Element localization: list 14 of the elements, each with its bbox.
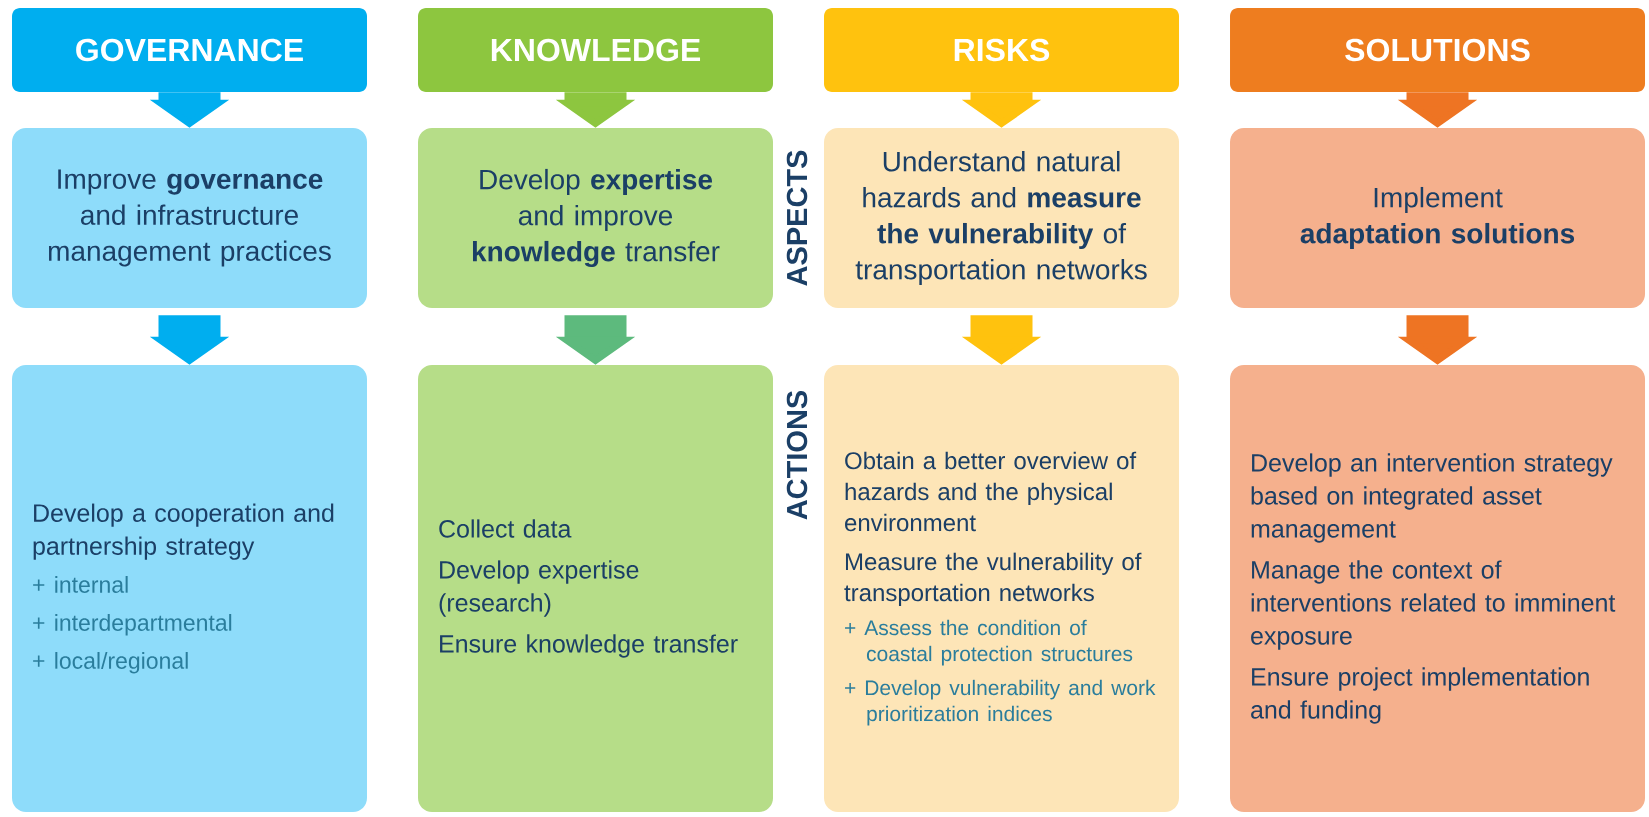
aspect-box: Understand natural hazards and measure the vulnerability of transportation networks [824, 128, 1179, 308]
header-box: KNOWLEDGE [418, 8, 773, 92]
header-box: SOLUTIONS [1230, 8, 1645, 92]
section-label: ACTIONS [786, 390, 808, 520]
action-box: Develop an intervention strategy based on integrated asset management Manage the context of interventions related to imminent exposure Ensure project implementation and funding [1230, 365, 1645, 812]
header-box: RISKS [824, 8, 1179, 92]
action-box: Collect data Develop expertise (research) Ensure knowledge transfer [418, 365, 773, 812]
section-label: ASPECTS [786, 150, 808, 286]
action-box: Develop a cooperation and partnership strategy + internal + interdepartmental + local/regional [12, 365, 367, 812]
aspect-box: Improve governance and infrastructure management practices [12, 128, 367, 308]
header-box: GOVERNANCE [12, 8, 367, 92]
action-box: Obtain a better overview of hazards and the physical environment Measure the vulnerability of transportation networks + Assess the condition of coastal protection structures + Develop vulnerability and work prioritization indices [824, 365, 1179, 812]
aspect-box: Implement adaptation solutions [1230, 128, 1645, 308]
aspect-box: Develop expertise and improve knowledge transfer [418, 128, 773, 308]
